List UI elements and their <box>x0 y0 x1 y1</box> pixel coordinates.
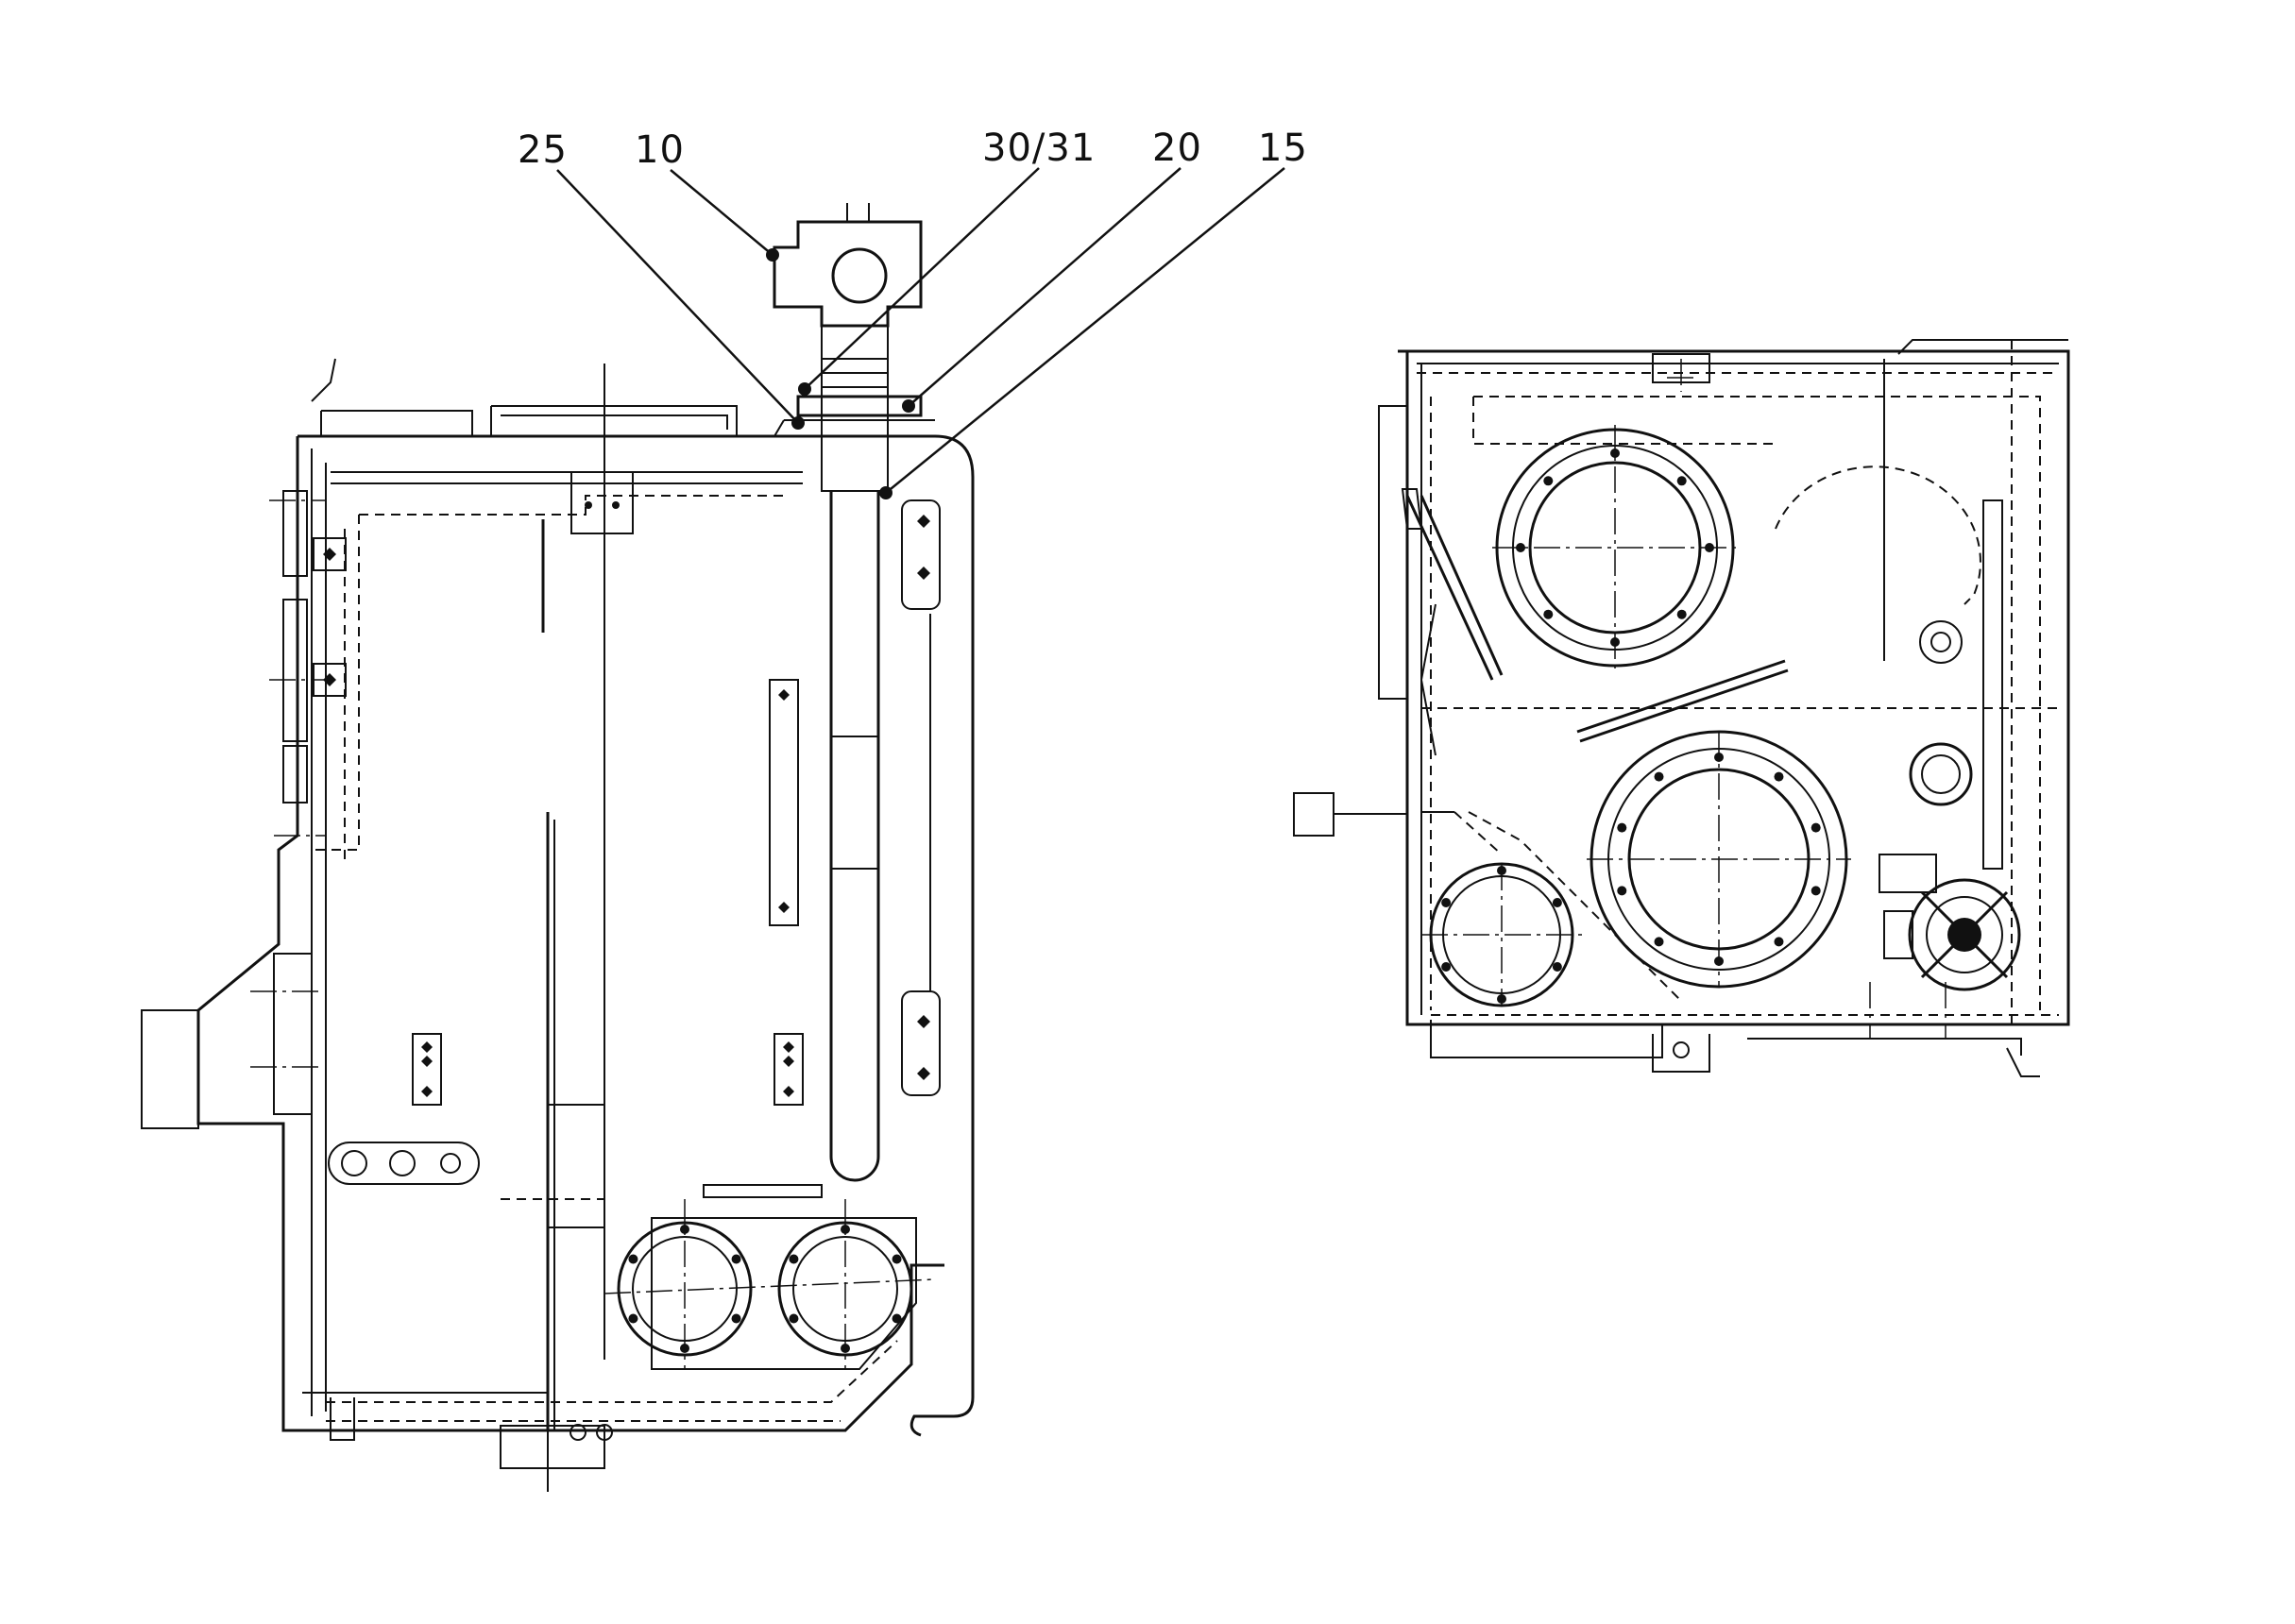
bolt-hole <box>680 1225 689 1234</box>
bolt-hole <box>1676 609 1687 619</box>
bolt-hole <box>1676 476 1687 486</box>
bolt-hole <box>1552 962 1562 972</box>
bolt-hole <box>731 1254 741 1264</box>
bolt-hole <box>1810 822 1821 833</box>
bolt-hole <box>1543 476 1554 486</box>
leader-dot-20 <box>902 399 915 413</box>
bolt-hole <box>680 1344 689 1353</box>
bolt-hole <box>1441 898 1452 907</box>
flange-bolts <box>628 448 1821 1353</box>
bolt-hole <box>1617 822 1627 833</box>
bolt-hole <box>1610 448 1620 458</box>
tank-end-view <box>1293 339 2070 1077</box>
leader-dot-15 <box>879 486 892 499</box>
leader-line-15 <box>885 167 1285 494</box>
leader-dot-30-31 <box>798 382 811 396</box>
bolt-hole <box>1617 886 1627 896</box>
callout-label-15: 15 <box>1258 127 1308 170</box>
bolt-hole <box>1714 956 1724 966</box>
bolt-hole <box>1543 609 1554 619</box>
bolt-hole <box>1654 937 1664 947</box>
bolt-hole <box>1774 937 1784 947</box>
bolt-hole <box>1610 637 1620 647</box>
bolt-hole <box>1810 886 1821 896</box>
callout-label-30-31: 30/31 <box>982 127 1096 170</box>
callout-label-20: 20 <box>1152 127 1202 170</box>
leader-line-20 <box>908 167 1182 407</box>
leader-dot-10 <box>766 248 779 262</box>
bolt-hole <box>892 1254 902 1264</box>
callout-group: 25 10 30/31 20 15 <box>518 127 1308 499</box>
bolt-hole <box>628 1254 638 1264</box>
leader-line-10 <box>670 169 774 256</box>
bolt-hole <box>1516 543 1525 552</box>
bolt-hole <box>1441 962 1452 972</box>
bolt-hole <box>628 1313 638 1324</box>
bolt-hole <box>1705 543 1714 552</box>
leader-dot-25 <box>791 416 805 430</box>
bolt-hole <box>1714 753 1724 762</box>
bolt-hole <box>731 1313 741 1324</box>
leader-line-30-31 <box>804 167 1040 390</box>
bolt-hole <box>789 1254 799 1264</box>
bolt-hole <box>841 1344 850 1353</box>
leader-line-25 <box>556 169 799 424</box>
callout-label-10: 10 <box>635 128 685 172</box>
bolt-hole <box>1774 771 1784 782</box>
tank-side-view <box>141 203 975 1492</box>
bolt-hole <box>841 1225 850 1234</box>
bolt-hole <box>789 1313 799 1324</box>
bolt-hole <box>1497 866 1506 875</box>
callout-label-25: 25 <box>518 128 568 172</box>
bolt-hole <box>892 1313 902 1324</box>
bolt-hole <box>1654 771 1664 782</box>
bolt-hole <box>1497 994 1506 1004</box>
bolt-hole <box>1552 898 1562 907</box>
